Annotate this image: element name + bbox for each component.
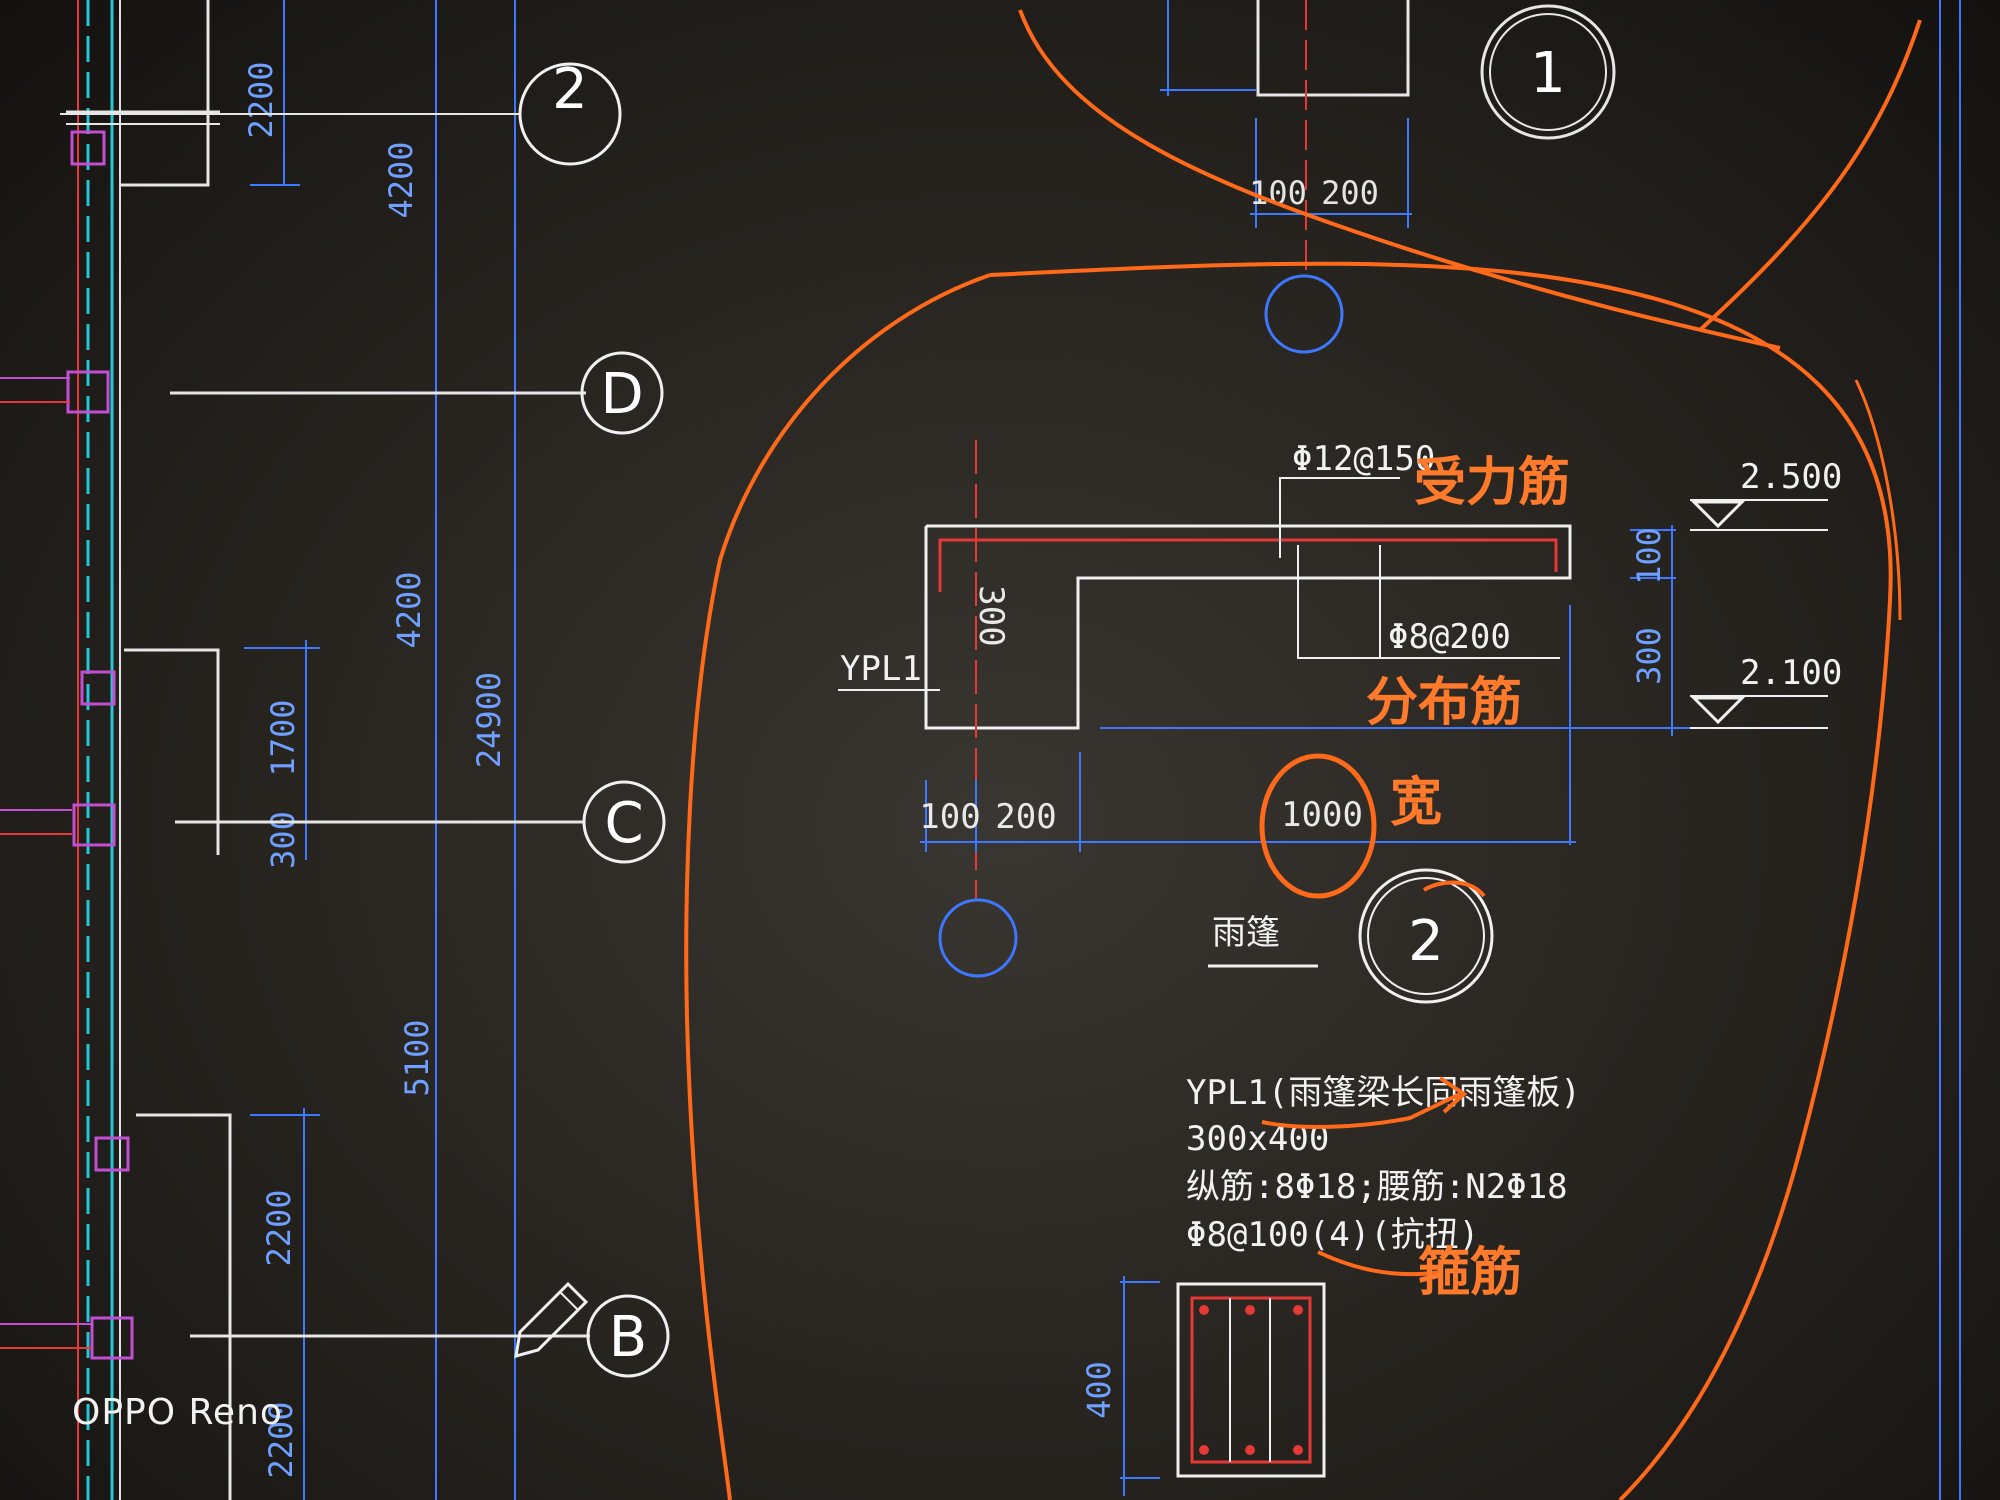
dim-5100: 5100 bbox=[398, 1019, 436, 1096]
axis-bubble-b: B bbox=[586, 1294, 670, 1378]
dim-2200-low: 2200 bbox=[260, 1189, 298, 1266]
column-square bbox=[70, 130, 106, 166]
annotation-main-bar: 受力筋 bbox=[1414, 452, 1570, 513]
canopy-section: Φ12@150 Φ8@200 YPL1 300 100 200 1000 100… bbox=[838, 439, 1842, 1004]
beam-section bbox=[1176, 1282, 1326, 1478]
dim-24900: 24900 bbox=[470, 672, 508, 768]
beam-note-line4: Φ8@100(4)(抗扭) bbox=[1186, 1215, 1479, 1255]
dim-200-top: 200 bbox=[1321, 174, 1379, 212]
outline-stroke bbox=[1698, 19, 1922, 332]
column-square bbox=[72, 803, 116, 847]
annotation-distribution-bar: 分布筋 bbox=[1366, 672, 1522, 733]
dim-1700: 1700 bbox=[264, 699, 302, 776]
dim-2200-bottom: 2200 bbox=[262, 1401, 300, 1478]
dim-4200-mid: 4200 bbox=[390, 571, 428, 648]
beam-height-400: 400 bbox=[1080, 1361, 1118, 1419]
elevation-top: 2.500 bbox=[1740, 457, 1842, 497]
top-detail: 100 200 1 bbox=[1160, 0, 1616, 354]
circle-1000-mark bbox=[1259, 753, 1377, 899]
column-square bbox=[80, 670, 116, 706]
dim-1000: 1000 bbox=[1281, 795, 1363, 835]
rebar-distribution-label: Φ8@200 bbox=[1388, 617, 1511, 657]
pen-cursor-icon[interactable] bbox=[514, 1281, 589, 1359]
axis-bubble-blue-top bbox=[1264, 274, 1344, 354]
beam-stirrup bbox=[1190, 1296, 1312, 1464]
svg-text:D: D bbox=[600, 362, 643, 427]
beam-label: YPL1 bbox=[840, 649, 922, 689]
axis-bubble-blue bbox=[938, 898, 1018, 978]
svg-text:C: C bbox=[604, 791, 643, 856]
left-plan: 2200 4200 1700 300 4200 24900 5100 2200 … bbox=[0, 0, 670, 1500]
axis-bubble-2: 2 bbox=[518, 57, 622, 166]
beam-note-line3: 纵筋:8Φ18;腰筋:N2Φ18 bbox=[1186, 1167, 1568, 1207]
section-outline bbox=[924, 524, 1572, 730]
rebar-top-label: Φ12@150 bbox=[1292, 439, 1435, 479]
dim-100-top: 100 bbox=[1249, 174, 1307, 212]
annotation-width: 宽 bbox=[1390, 772, 1442, 833]
annotation-stirrup: 箍筋 bbox=[1418, 1242, 1522, 1303]
camera-watermark: OPPO Reno bbox=[72, 1392, 283, 1433]
right-dim-100: 100 bbox=[1630, 527, 1668, 585]
dim-2200-top: 2200 bbox=[242, 61, 280, 138]
dim-200: 200 bbox=[995, 797, 1056, 837]
outline-stroke bbox=[684, 273, 991, 1500]
axis-bubble-d: D bbox=[580, 351, 664, 435]
dim-300: 300 bbox=[264, 811, 302, 869]
right-dim-300: 300 bbox=[1630, 627, 1668, 685]
axis-bubble-c: C bbox=[582, 780, 666, 864]
section-title: 雨篷 bbox=[1212, 913, 1280, 953]
beam-note-line1: YPL1(雨篷梁长同雨篷板) bbox=[1186, 1073, 1581, 1113]
outline-stroke bbox=[989, 261, 1893, 1500]
dim-4200-top: 4200 bbox=[382, 141, 420, 218]
detail-number-bubble: 2 bbox=[1358, 868, 1494, 1004]
beam-notes: YPL1(雨篷梁长同雨篷板) 300x400 纵筋:8Φ18;腰筋:N2Φ18 … bbox=[1080, 1073, 1581, 1496]
column-square bbox=[66, 370, 110, 414]
svg-text:B: B bbox=[609, 1305, 647, 1370]
elevation-bottom: 2.100 bbox=[1740, 653, 1842, 693]
outline-stroke bbox=[1018, 9, 1781, 350]
column-square bbox=[94, 1136, 130, 1172]
svg-text:1: 1 bbox=[1530, 41, 1566, 106]
height-300: 300 bbox=[971, 585, 1011, 646]
dim-100: 100 bbox=[919, 797, 980, 837]
column-square bbox=[90, 1316, 134, 1360]
handwritten-annotations: 受力筋 分布筋 宽 箍筋 bbox=[684, 9, 1922, 1500]
svg-text:2: 2 bbox=[1408, 909, 1444, 974]
axis-bubble-1: 1 bbox=[1480, 4, 1616, 140]
main-rebar bbox=[938, 538, 1558, 592]
svg-text:2: 2 bbox=[552, 57, 588, 122]
